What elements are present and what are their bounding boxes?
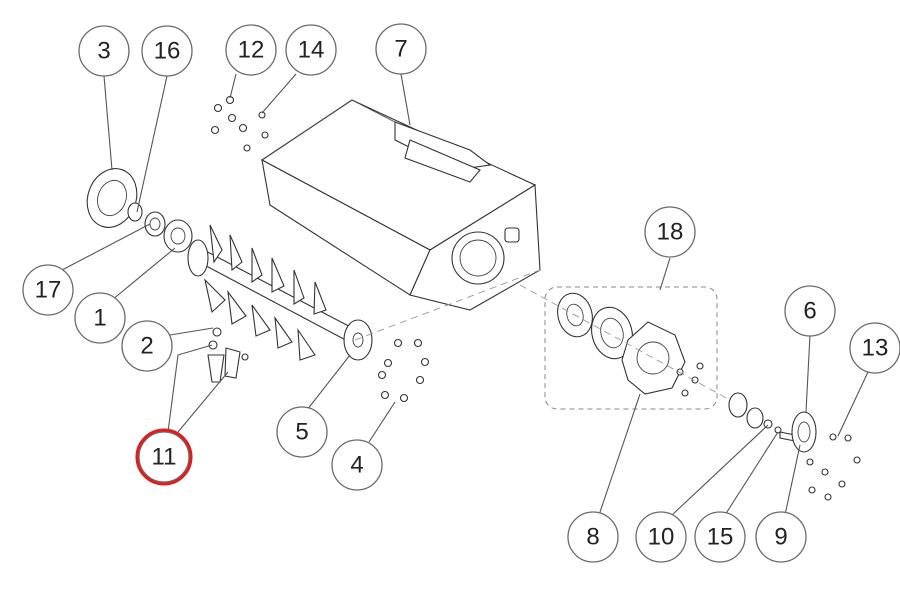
axis-line (354, 269, 541, 341)
callout-10-label: 10 (648, 524, 675, 551)
callout-8-label: 8 (586, 524, 599, 551)
leader-lines (61, 73, 869, 516)
callout-13-label: 13 (862, 335, 889, 362)
callout-1-label: 1 (93, 305, 106, 332)
callout-14-label: 14 (298, 37, 325, 64)
blade-bolts-2-11 (207, 327, 249, 383)
left-bearing-parts (86, 168, 193, 253)
callout-14: 14 (285, 24, 337, 76)
callout-17-label: 17 (35, 277, 62, 304)
callout-16-label: 16 (154, 38, 181, 65)
callout-10: 10 (635, 511, 687, 563)
bearing-kit-18 (544, 286, 718, 410)
callout-3: 3 (78, 25, 130, 77)
callout-8: 8 (567, 511, 619, 563)
bolt-set-13 (806, 433, 861, 501)
callout-5: 5 (276, 406, 328, 458)
callout-4-label: 4 (350, 452, 363, 479)
flange-bolts-4 (377, 338, 430, 403)
callout-15-label: 15 (707, 524, 734, 551)
rotor-housing (260, 99, 541, 311)
callout-12: 12 (225, 24, 277, 76)
callout-15: 15 (694, 511, 746, 563)
right-bearing-parts (728, 392, 817, 453)
callout-16: 16 (141, 25, 193, 77)
callout-7: 7 (375, 23, 427, 75)
callout-11: 11 (135, 428, 193, 486)
callout-3-label: 3 (97, 38, 110, 65)
bolt-set-12-14 (210, 95, 269, 152)
callout-4: 4 (331, 439, 383, 491)
callout-2-label: 2 (140, 333, 153, 360)
axis-line-right (519, 284, 731, 401)
callout-1: 1 (74, 292, 126, 344)
callout-6: 6 (784, 285, 836, 337)
callout-18: 18 (644, 206, 696, 258)
callout-2: 2 (121, 320, 173, 372)
callout-5-label: 5 (295, 419, 308, 446)
highlight-ring (135, 428, 193, 486)
callout-13: 13 (849, 322, 900, 374)
callout-7-label: 7 (394, 36, 407, 63)
callout-17: 17 (22, 264, 74, 316)
callout-6-label: 6 (803, 298, 816, 325)
callout-18-label: 18 (657, 219, 684, 246)
callout-11-label: 11 (152, 444, 177, 471)
callout-9-label: 9 (774, 524, 787, 551)
rotor-shaft-with-blades (187, 224, 373, 361)
callout-12-label: 12 (238, 37, 265, 64)
callout-9: 9 (755, 511, 807, 563)
